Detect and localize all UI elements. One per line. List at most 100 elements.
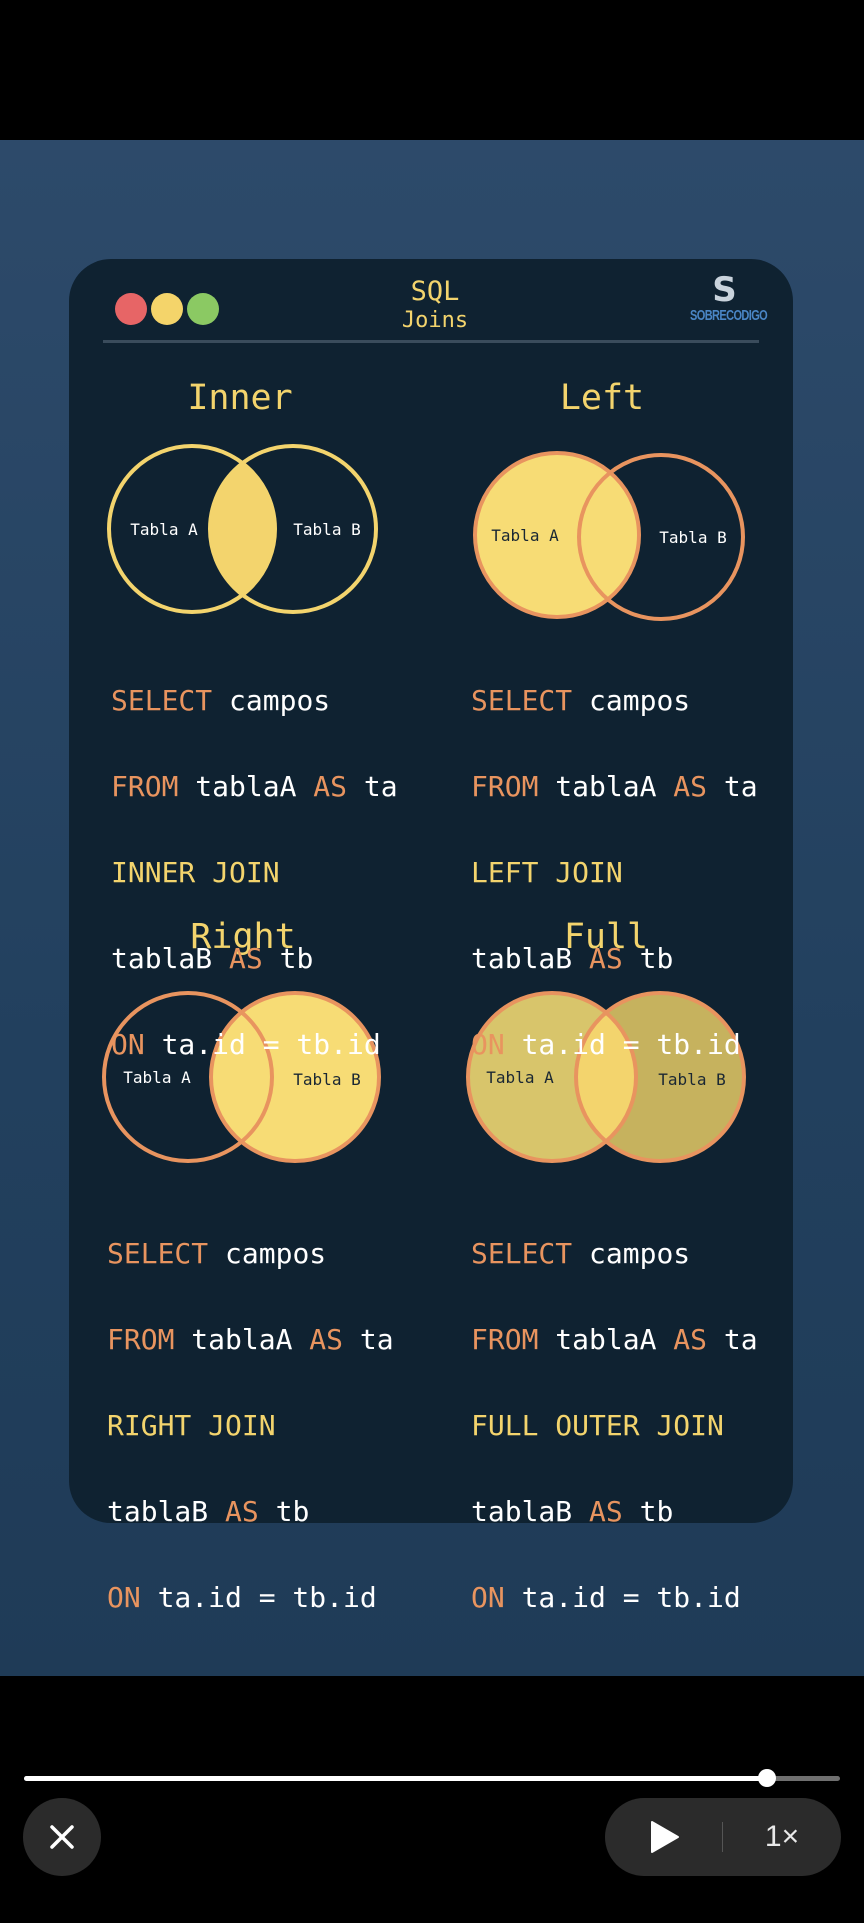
sql-text: tb [622,1495,674,1528]
sql-keyword: AS [673,1323,708,1356]
sql-text: tablaA [178,770,314,803]
progress-slider[interactable] [24,1776,840,1781]
sql-join-keyword: FULL OUTER JOIN [471,1409,724,1442]
full-intersection [576,993,636,1161]
code-line: RIGHT JOIN [107,1404,394,1447]
right-join-title: Right [190,917,296,957]
code-line: INNER JOIN [111,851,398,894]
close-button[interactable] [23,1798,101,1876]
logo-text: SOBRECODIGO [690,308,768,324]
sql-keyword: AS [589,1495,623,1528]
code-line: tablaB AS tb [471,937,758,980]
sql-text: tb [258,1495,310,1528]
card-title: SQL [410,276,460,307]
inner-join-code: SELECT campos FROM tablaA AS ta INNER JO… [111,636,398,1109]
full-table-b-label: Tabla B [658,1070,725,1089]
sql-join-keyword: INNER JOIN [111,856,280,889]
sql-text: tb [622,942,674,975]
left-circle-a [473,451,641,619]
full-join-venn-diagram: Tabla A Tabla B [466,991,746,1163]
close-icon [50,1825,74,1849]
sql-text: tablaA [538,1323,674,1356]
full-circle-a [466,991,638,1163]
sql-keyword: SELECT [111,684,213,717]
code-line: SELECT campos [111,679,398,722]
inner-join-title: Inner [187,378,293,418]
sql-keyword: AS [309,1323,344,1356]
sql-text: tablaB [471,942,590,975]
window-dot-green-icon [187,293,219,325]
sql-text: ta [707,770,758,803]
sql-text: ta.id = tb.id [504,1028,741,1061]
right-table-a-label: Tabla A [123,1068,191,1087]
sql-keyword: AS [589,942,623,975]
sql-keyword: AS [673,770,708,803]
sql-text: campos [572,1237,691,1270]
code-line: FROM tablaA AS ta [107,1318,394,1361]
controls-divider [722,1822,723,1852]
left-join-code: SELECT campos FROM tablaA AS ta LEFT JOI… [471,636,758,1109]
inner-circle-b [208,444,378,614]
sql-keyword: AS [229,942,263,975]
sql-keyword: ON [111,1028,145,1061]
right-table-b-label: Tabla B [293,1070,360,1089]
full-circle-b [574,991,746,1163]
sql-join-keyword: LEFT JOIN [471,856,623,889]
sql-text: campos [572,684,691,717]
code-line: tablaB AS tb [107,1490,394,1533]
sql-keyword: FROM [111,770,179,803]
code-line: SELECT campos [107,1232,394,1275]
sql-keyword: ON [471,1028,505,1061]
code-line: ON ta.id = tb.id [111,1023,398,1066]
code-line: tablaB AS tb [111,937,398,980]
full-join-title: Full [563,917,649,957]
code-line: SELECT campos [471,679,758,722]
sql-keyword: AS [225,1495,259,1528]
inner-circle-a [107,444,277,614]
sql-text: tablaB [107,1495,226,1528]
play-button[interactable] [643,1815,687,1859]
window-dot-yellow-icon [151,293,183,325]
left-table-a-label: Tabla A [491,526,559,545]
inner-table-a-label: Tabla A [130,520,198,539]
left-circle-b [577,453,745,621]
left-table-b-label: Tabla B [659,528,726,547]
logo-letter: S [712,270,737,310]
sql-keyword: AS [313,770,348,803]
sql-keyword: FROM [471,1323,539,1356]
sql-text: tablaA [174,1323,310,1356]
code-line: SELECT campos [471,1232,758,1275]
sql-text: ta.id = tb.id [140,1581,377,1614]
sql-text: campos [212,684,331,717]
play-icon [651,1821,679,1853]
window-dot-red-icon [115,293,147,325]
sql-keyword: ON [471,1581,505,1614]
code-line: FROM tablaA AS ta [111,765,398,808]
right-join-code: SELECT campos FROM tablaA AS ta RIGHT JO… [107,1189,394,1662]
code-line: FROM tablaA AS ta [471,1318,758,1361]
sql-text: ta [343,1323,394,1356]
progress-thumb[interactable] [757,1769,776,1787]
inner-intersection [210,446,275,612]
sql-keyword: SELECT [471,684,573,717]
code-line: tablaB AS tb [471,1490,758,1533]
progress-fill [24,1776,767,1781]
sql-text: ta.id = tb.id [504,1581,741,1614]
sql-keyword: SELECT [471,1237,573,1270]
top-letterbox [0,0,864,140]
playback-speed-button[interactable]: 1× [764,1820,800,1853]
sql-text: ta [347,770,398,803]
sql-join-keyword: RIGHT JOIN [107,1409,276,1442]
code-line: ON ta.id = tb.id [471,1576,758,1619]
code-line: FROM tablaA AS ta [471,765,758,808]
sql-text: ta.id = tb.id [144,1028,381,1061]
code-line: ON ta.id = tb.id [107,1576,394,1619]
code-line: LEFT JOIN [471,851,758,894]
sql-keyword: FROM [471,770,539,803]
sql-text: tablaB [471,1495,590,1528]
sql-text: tablaB [111,942,230,975]
sobrecodigo-logo: S SOBRECODIGO [690,270,768,334]
card-subtitle: Joins [401,308,469,333]
sql-keyword: ON [107,1581,141,1614]
left-join-title: Left [559,378,645,418]
